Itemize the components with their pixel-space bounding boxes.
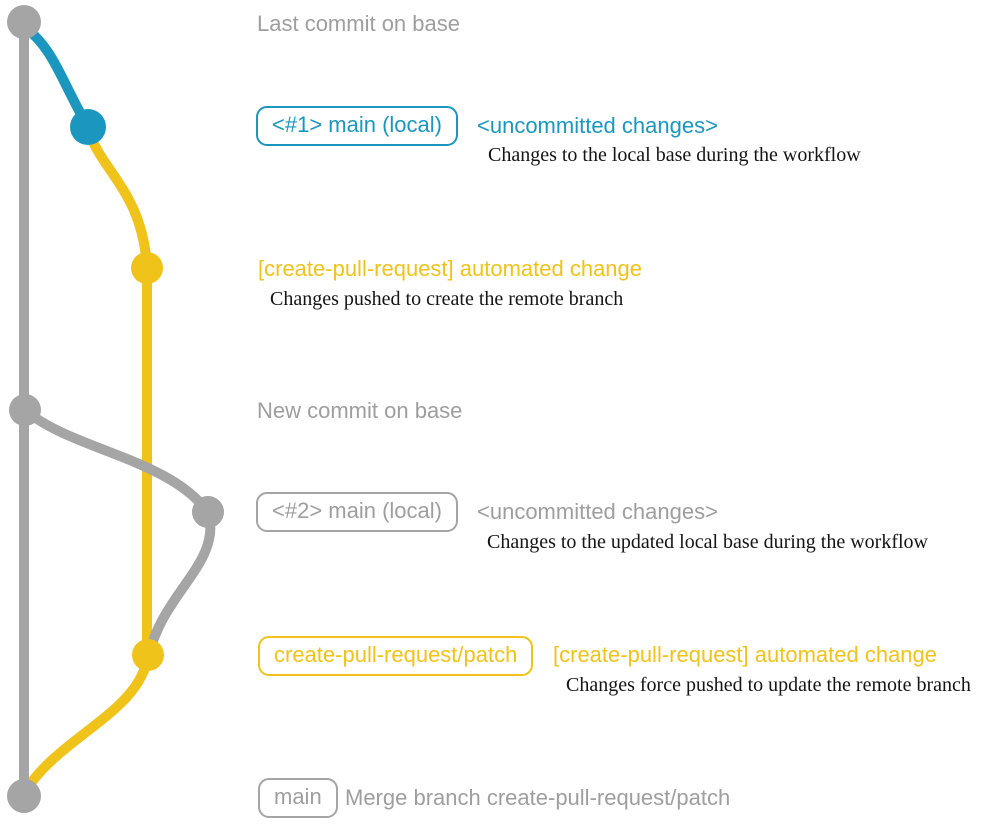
commit-caption-automated-2: Changes force pushed to update the remot… xyxy=(566,674,971,696)
commit-title-uncommitted-2: <uncommitted changes> xyxy=(477,499,718,524)
commit-main-local-2 xyxy=(192,496,224,528)
commit-last-on-base xyxy=(7,5,41,39)
branch-badge-create-pull-request-patch: create-pull-request/patch xyxy=(258,636,534,676)
yellow-branch-curve-out xyxy=(83,124,152,273)
commit-merge xyxy=(7,779,41,813)
commit-automated-2 xyxy=(132,639,164,671)
yellow-branch-merge-curve xyxy=(20,650,153,797)
commit-caption-uncommitted-2: Changes to the updated local base during… xyxy=(487,531,928,553)
commit-title-merge: Merge branch create-pull-request/patch xyxy=(345,785,731,810)
milestone-last-commit-label: Last commit on base xyxy=(257,11,460,36)
gray-rebase-curve-in xyxy=(144,507,216,660)
branch-badge-main: main xyxy=(258,778,338,818)
branch-badge-main-local-1: <#1> main (local) xyxy=(256,106,458,146)
commit-title-automated-1: [create-pull-request] automated change xyxy=(258,256,643,281)
commit-title-uncommitted-1: <uncommitted changes> xyxy=(477,113,718,138)
commit-new-on-base xyxy=(9,394,41,426)
commit-caption-uncommitted-1: Changes to the local base during the wor… xyxy=(488,144,861,166)
commit-caption-automated-1: Changes pushed to create the remote bran… xyxy=(270,288,624,310)
milestone-new-commit-label: New commit on base xyxy=(257,398,463,423)
branch-badge-main-local-2: <#2> main (local) xyxy=(256,492,458,532)
commit-main-local-1 xyxy=(70,109,106,145)
commit-title-automated-2: [create-pull-request] automated change xyxy=(553,642,938,667)
gray-rebase-curve-out xyxy=(20,405,213,517)
commit-automated-1 xyxy=(131,252,163,284)
